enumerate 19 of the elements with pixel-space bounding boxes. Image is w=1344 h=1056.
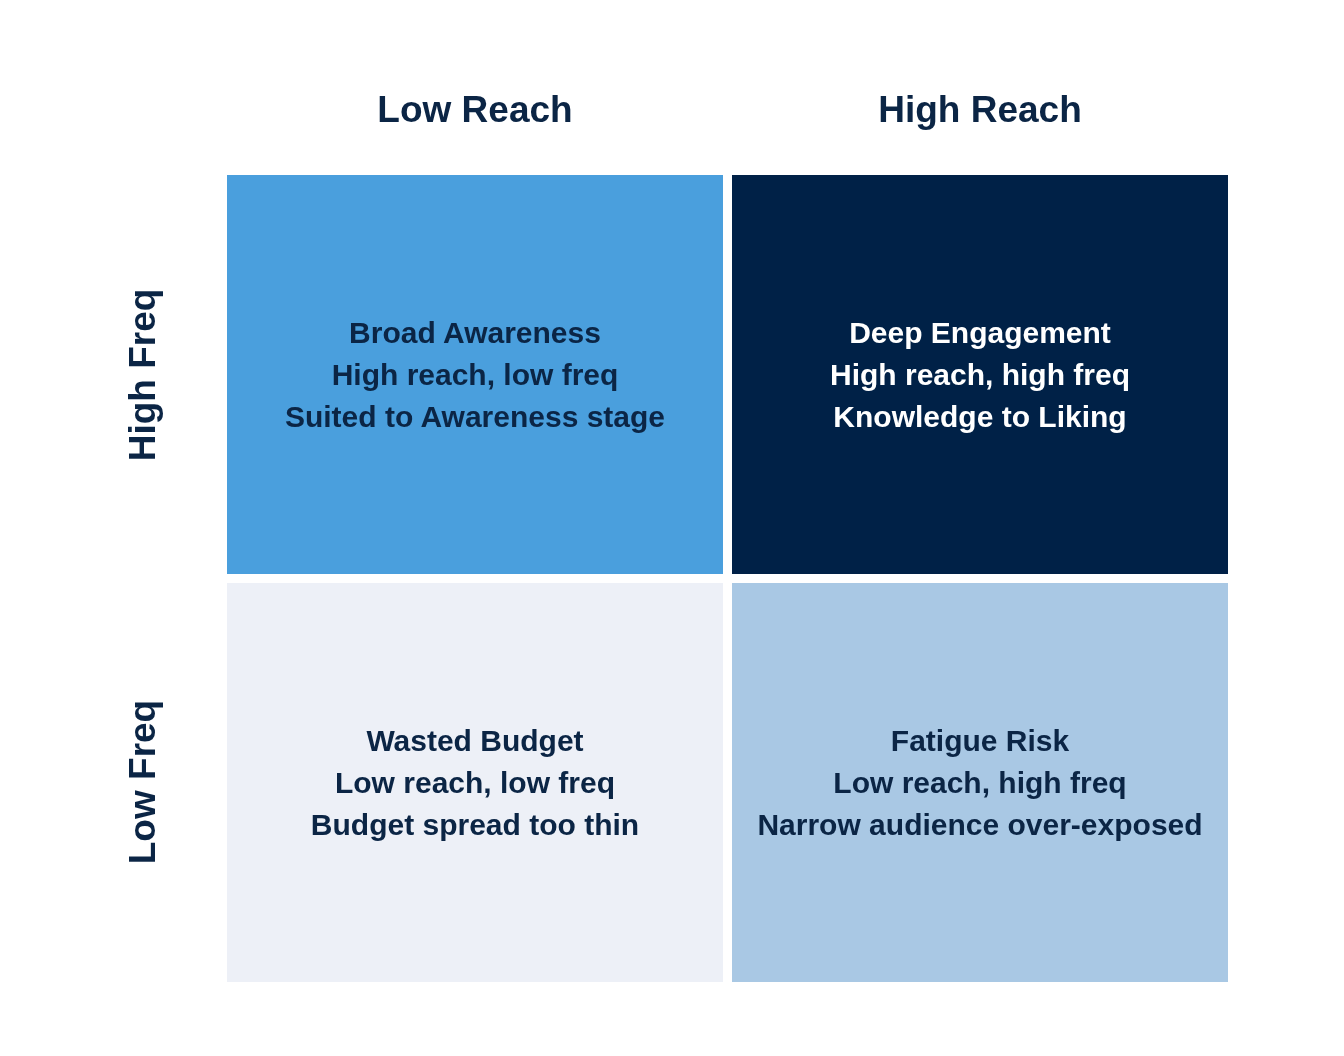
quadrant-heading: Wasted Budget bbox=[366, 722, 584, 759]
quadrant-note: Knowledge to Liking bbox=[833, 398, 1127, 435]
quadrant-description: High reach, low freq bbox=[331, 356, 619, 393]
quadrant-heading: Fatigue Risk bbox=[890, 722, 1070, 759]
column-header: Low Reach bbox=[377, 89, 573, 131]
quadrant-tile bbox=[732, 175, 1228, 574]
quadrant-tile bbox=[732, 583, 1228, 982]
quadrant-note: Budget spread too thin bbox=[310, 806, 640, 843]
row-header: Low Freq bbox=[122, 699, 164, 865]
column-header: High Reach bbox=[878, 89, 1082, 131]
quadrant-description: Low reach, high freq bbox=[833, 764, 1127, 801]
quadrant-tile bbox=[227, 175, 723, 574]
row-header: High Freq bbox=[122, 288, 164, 462]
quadrant-heading: Broad Awareness bbox=[349, 314, 601, 351]
quadrant-description: Low reach, low freq bbox=[334, 764, 616, 801]
quadrant-note: Narrow audience over-exposed bbox=[757, 806, 1203, 843]
quadrant-description: High reach, high freq bbox=[830, 356, 1130, 393]
quadrant-note: Suited to Awareness stage bbox=[284, 398, 666, 435]
quadrant-heading: Deep Engagement bbox=[849, 314, 1111, 351]
